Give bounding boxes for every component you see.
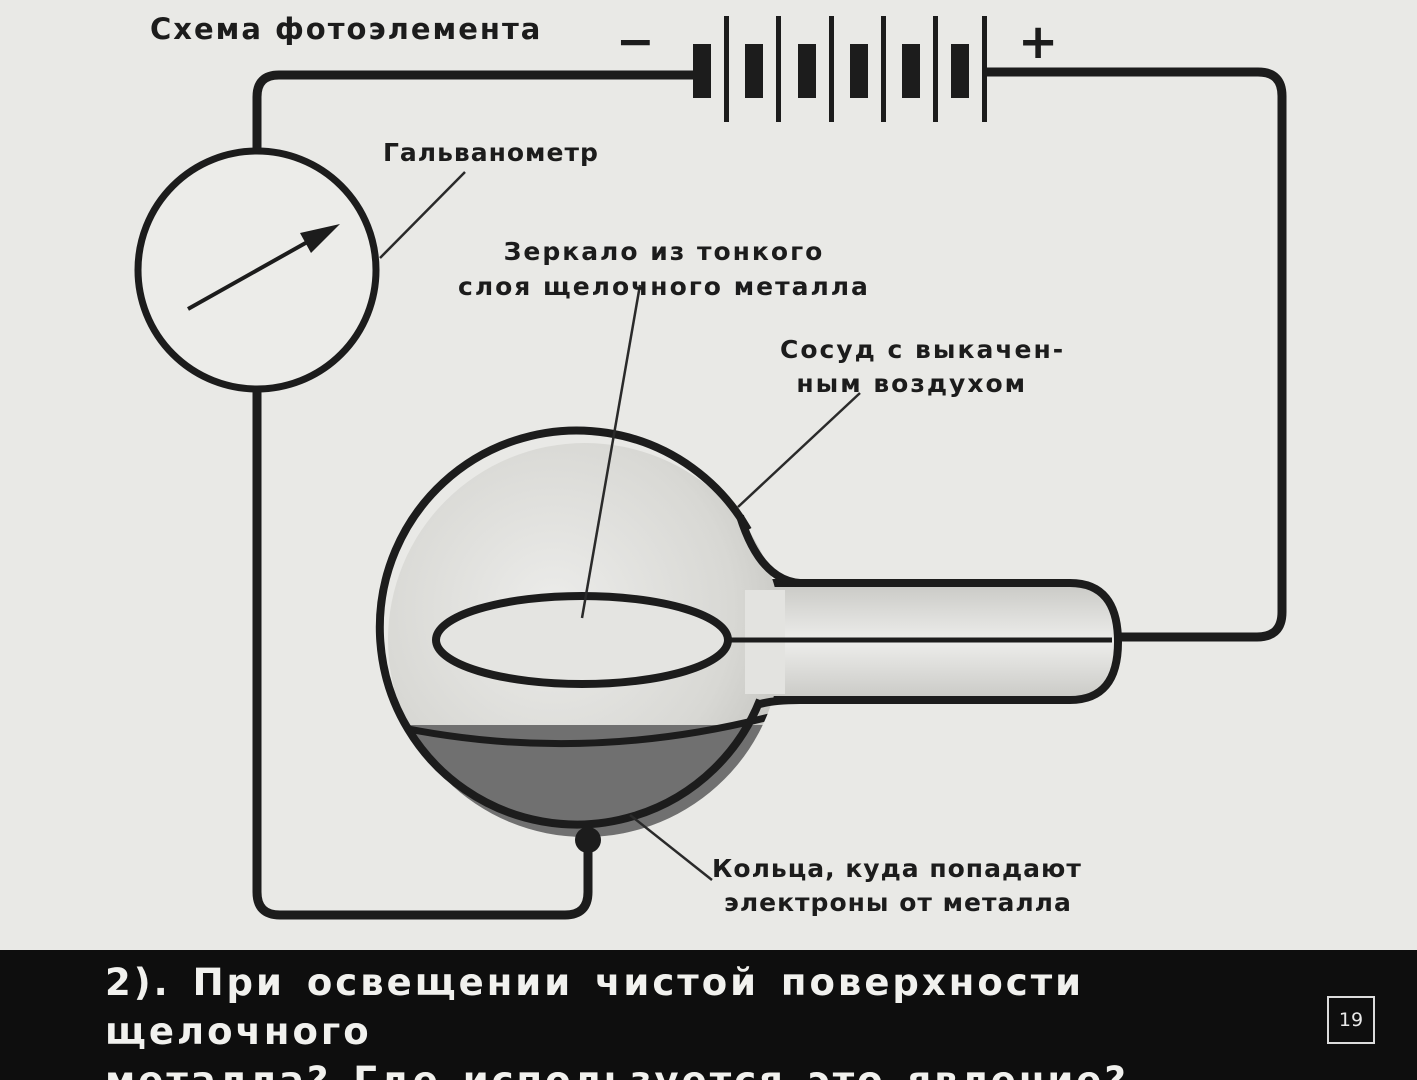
mirror-label-line1: Зеркало из тонкого [503,237,825,266]
battery-cell-plate [933,16,938,122]
vessel-pointer-line [737,392,861,508]
vessel-label: Сосуд с выкачен- ным воздухом [780,333,1065,401]
battery-cell-plate [902,44,920,98]
galvanometer [134,147,380,393]
battery-cell-plate [724,16,729,122]
rings-label-line2: электроны от металла [724,888,1072,917]
battery-negative-sign: − [616,14,655,68]
cathode-contact [575,827,601,853]
battery-cell-plate [982,16,987,122]
battery-cell-plate [798,44,816,98]
circuit-wire-top-left [252,70,700,152]
battery-cell-plate [745,44,763,98]
galvanometer-label: Гальванометр [383,138,599,167]
battery-cell-plate [951,44,969,98]
galvanometer-pointer-line [379,171,466,259]
vessel-label-line2: ным воздухом [796,369,1028,398]
rings-label-line1: Кольца, куда попадают [712,854,1082,883]
caption-line1: 2). При освещении чистой поверхности щел… [105,961,1085,1053]
galvanometer-needle-arrowhead [300,224,340,253]
rings-pointer-line [629,814,713,881]
caption-bar: 2). При освещении чистой поверхности щел… [0,950,1417,1080]
battery-positive-sign: + [1018,14,1059,70]
circuit-wire-top-right [985,67,1287,642]
battery [693,16,987,122]
battery-cell-plate [776,16,781,122]
mirror-label: Зеркало из тонкого слоя щелочного металл… [458,234,870,304]
anode-ring [432,592,732,688]
vessel-neck-bottom-edge [758,696,801,708]
circuit-wire-bottom [252,389,593,920]
galvanometer-needle [187,234,319,311]
battery-cell-plate [850,44,868,98]
caption-question: 2). При освещении чистой поверхности щел… [105,958,1325,1080]
diagram-title: Схема фотоэлемента [150,12,543,46]
vessel-label-line1: Сосуд с выкачен- [780,335,1066,364]
photocell-vessel [375,426,1123,853]
battery-cell-plate [693,44,711,98]
battery-cell-plate [829,16,834,122]
rings-label: Кольца, куда попадают электроны от метал… [712,852,1082,920]
frame-number: 19 [1327,996,1375,1044]
photocell-diagram [134,16,1287,920]
metal-coating-edge [388,706,782,748]
mirror-pointer-line [580,284,642,619]
caption-line2: металла? Где используется это явление? [105,1056,1325,1080]
mirror-label-line2: слоя щелочного металла [458,272,870,301]
vessel-neck-top-edge [736,514,801,587]
battery-cell-plate [881,16,886,122]
